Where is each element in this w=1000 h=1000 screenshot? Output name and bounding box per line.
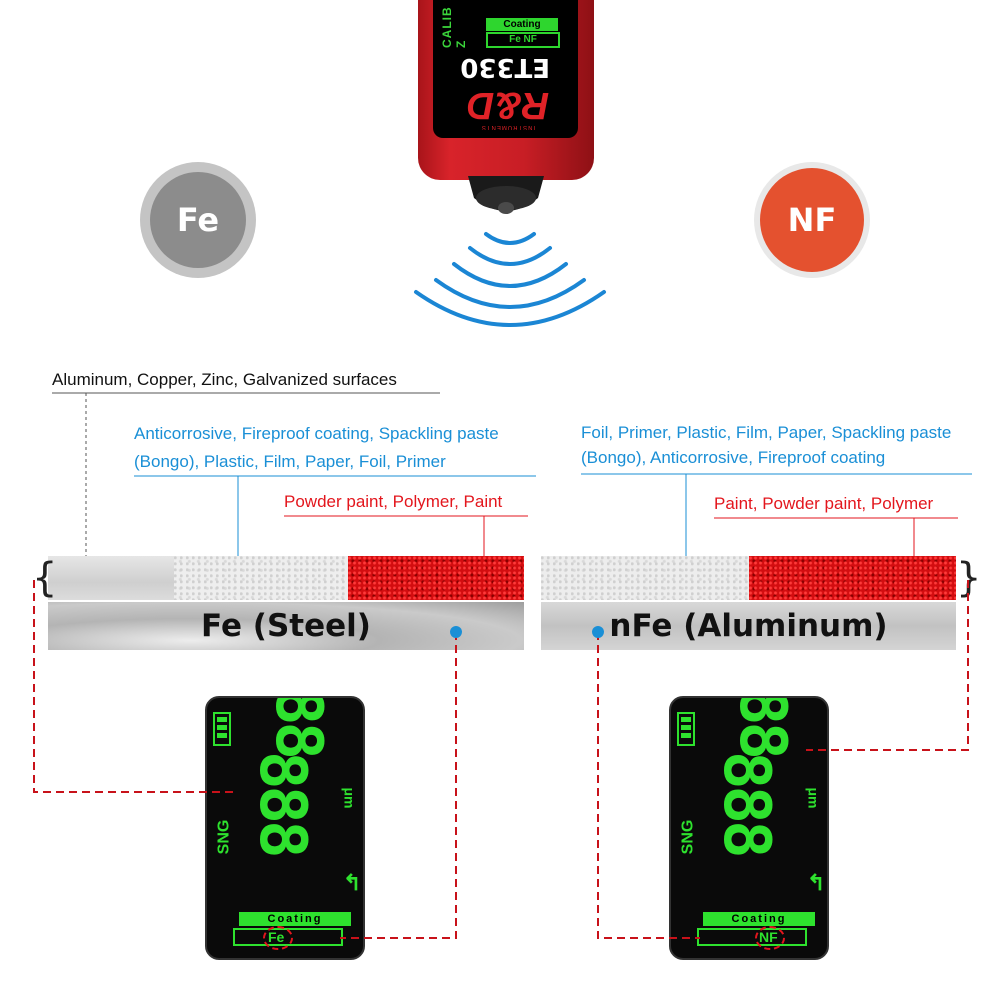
right-bracket-icon: }: [956, 555, 982, 601]
nf-circle-label: NF: [787, 201, 837, 239]
layer-bare-metal-fe: [48, 556, 174, 600]
lcd-fe-mode: Fe: [268, 929, 285, 945]
label-nf-primer-line2: (Bongo), Anticorrosive, Fireproof coatin…: [581, 448, 886, 467]
substrate-aluminum: nFe (Aluminum): [541, 602, 956, 650]
mode-highlight-icon: [263, 926, 293, 950]
signal-waves-icon: [414, 232, 606, 327]
fe-circle: Fe: [140, 162, 256, 278]
return-arrow-icon: ↰: [807, 870, 826, 895]
left-bracket-icon: {: [32, 555, 58, 601]
battery-icon: [677, 712, 695, 746]
lcd-nf-mode: NF: [759, 929, 778, 945]
mode-highlight-icon: [755, 926, 785, 950]
label-nf-paint: Paint, Powder paint, Polymer: [714, 494, 934, 513]
label-base-nonferrous: Aluminum, Copper, Zinc, Galvanized surfa…: [52, 370, 397, 389]
gauge-coating-label: Coating: [486, 18, 558, 31]
label-fe-primer-line2: (Bongo), Plastic, Film, Paper, Foil, Pri…: [134, 452, 446, 471]
nf-circle: NF: [754, 162, 870, 278]
lcd-nf-coating: Coating: [703, 912, 815, 926]
lcd-fe-coating: Coating: [239, 912, 351, 926]
return-arrow-icon: ↰: [343, 870, 362, 895]
label-fe-primer-line1: Anticorrosive, Fireproof coating, Spackl…: [134, 424, 499, 443]
fe-circle-label: Fe: [176, 201, 220, 239]
gauge-mode-label: Fe NF: [486, 32, 560, 48]
layer-paint-nf: [749, 556, 956, 600]
substrate-steel: Fe (Steel): [48, 602, 524, 650]
layer-primer-nf: [541, 556, 749, 600]
battery-icon: [213, 712, 231, 746]
layer-primer-fe: [174, 556, 348, 600]
substrate-aluminum-label: nFe (Aluminum): [609, 608, 888, 644]
label-fe-paint: Powder paint, Polymer, Paint: [284, 492, 503, 511]
label-nf-primer-line1: Foil, Primer, Plastic, Film, Paper, Spac…: [581, 423, 952, 442]
substrate-steel-label: Fe (Steel): [201, 608, 371, 644]
probe-icon: [468, 176, 544, 214]
layer-paint-fe: [348, 556, 524, 600]
lcd-fe: 88 888 μm SNG ↰ Coating Fe: [205, 696, 365, 960]
